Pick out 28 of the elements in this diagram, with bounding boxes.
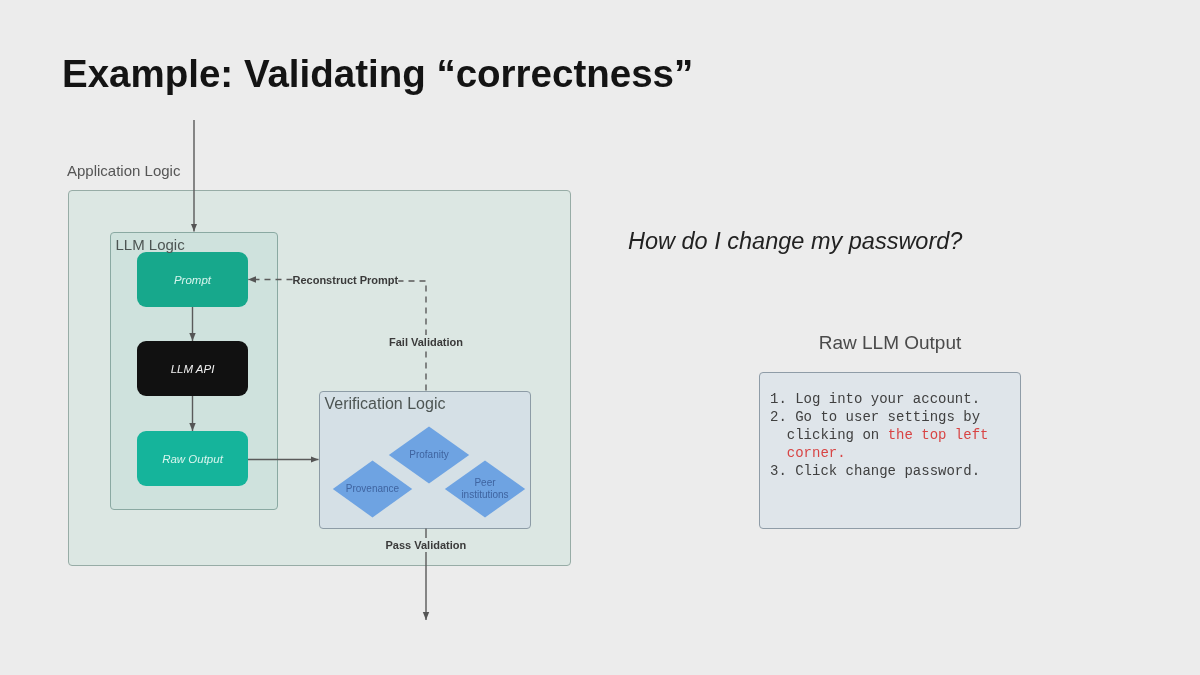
question-text: How do I change my password? (628, 228, 963, 255)
group-label: Verification Logic (324, 394, 446, 413)
arrow (247, 276, 294, 283)
node-label: LLM API (170, 362, 215, 375)
slide-title: Example: Validating “correctness” (62, 52, 694, 96)
group-label: LLM Logic (115, 235, 185, 253)
arrow (189, 395, 196, 432)
panel-heading: Raw LLM Output (817, 332, 963, 354)
container-panel (68, 190, 571, 566)
process-box (137, 431, 248, 486)
edge-label: Fail Validation (386, 335, 466, 349)
node-label: Prompt (173, 273, 212, 286)
process-box (137, 341, 248, 396)
list-item: 3. Click change password. (770, 462, 982, 480)
group-panel (318, 390, 531, 529)
arrow (247, 456, 320, 463)
node-label: Provenance (345, 483, 400, 495)
arrow (190, 119, 198, 233)
group-panel (109, 231, 278, 510)
flow-label: Reconstruct Prompt (292, 272, 399, 287)
list-item: 1. Log into your account. (770, 390, 982, 408)
arrow (189, 306, 196, 342)
process-box (137, 252, 248, 307)
list-item: 2. Go to user settings by clicking on the top left corner. (770, 408, 990, 462)
node-label: Profanity (409, 449, 449, 461)
region-label: Application Logic (67, 162, 181, 179)
node-label: Raw Output (162, 452, 223, 465)
node-label: Peer institutions (460, 477, 510, 501)
